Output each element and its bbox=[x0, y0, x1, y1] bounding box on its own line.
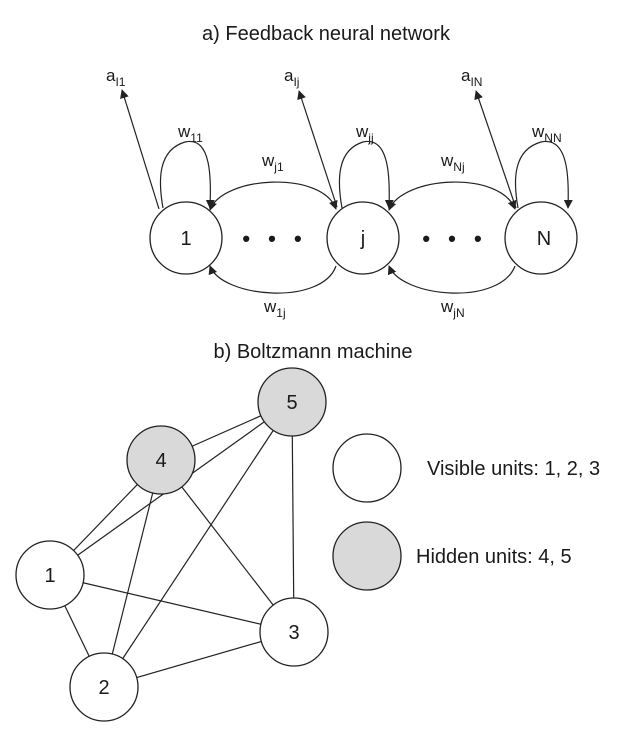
output-label-n-sub: IN bbox=[470, 75, 482, 89]
legend-visible-swatch bbox=[332, 433, 402, 503]
top-arc-j-n bbox=[387, 181, 517, 211]
weight-j1: wj1 bbox=[261, 151, 284, 174]
output-arrow-1 bbox=[120, 89, 160, 210]
unit-5-label: 5 bbox=[286, 392, 297, 414]
bottom-arc-n-j bbox=[387, 265, 516, 294]
node-n-label: N bbox=[537, 228, 551, 250]
legend-visible-label: Visible units: 1, 2, 3 bbox=[427, 458, 600, 480]
node-1-label: 1 bbox=[180, 228, 191, 250]
ellipsis-right: • • • bbox=[422, 226, 487, 251]
unit-1-label: 1 bbox=[44, 565, 55, 587]
unit-1-circle bbox=[15, 540, 85, 610]
weight-nj-base: w bbox=[440, 151, 454, 170]
self-weight-n-base: w bbox=[531, 122, 545, 141]
unit-5-circle bbox=[257, 367, 327, 437]
self-weight-j-sub: jj bbox=[367, 131, 373, 145]
edge-3-4 bbox=[160, 459, 295, 633]
edge-2-5 bbox=[103, 401, 293, 688]
output-label-1-base: a bbox=[106, 66, 116, 85]
weight-1j-base: w bbox=[263, 297, 277, 316]
output-label-1-sub: I1 bbox=[115, 75, 125, 89]
self-weight-j-base: w bbox=[355, 122, 369, 141]
ellipsis-left: • • • bbox=[242, 226, 307, 251]
self-weight-j: wjj bbox=[355, 122, 374, 145]
unit-2-circle bbox=[69, 652, 139, 722]
output-arrow-n bbox=[474, 90, 517, 209]
edge-1-3 bbox=[49, 574, 295, 633]
self-weight-1: w11 bbox=[177, 122, 203, 145]
node-n-circle bbox=[504, 201, 578, 275]
output-label-j-base: a bbox=[284, 66, 294, 85]
self-weight-1-base: w bbox=[177, 122, 191, 141]
edge-2-4 bbox=[103, 459, 162, 688]
weight-jn-base: w bbox=[440, 297, 454, 316]
unit-3-circle bbox=[259, 597, 329, 667]
output-arrow-j bbox=[297, 90, 338, 208]
output-label-1: aI1 bbox=[106, 66, 126, 89]
weight-jn-sub: jN bbox=[452, 306, 464, 320]
node-j-label: j bbox=[360, 228, 365, 250]
self-weight-1-sub: 11 bbox=[190, 131, 203, 145]
output-label-n: aIN bbox=[461, 66, 482, 89]
boltzmann-nodes: 1 2 3 4 5 bbox=[15, 367, 329, 722]
self-loop-j bbox=[338, 141, 394, 209]
weight-1j: w1j bbox=[263, 297, 286, 320]
node-1-circle bbox=[149, 201, 223, 275]
weight-nj: wNj bbox=[440, 151, 465, 174]
top-arc-1-j bbox=[208, 181, 338, 211]
boltzmann-title: b) Boltzmann machine bbox=[214, 341, 413, 363]
weight-1j-sub: 1j bbox=[276, 306, 285, 320]
edge-3-5 bbox=[291, 401, 295, 633]
self-weight-n: wNN bbox=[531, 122, 562, 145]
output-label-j-sub: Ij bbox=[293, 75, 299, 89]
unit-3-label: 3 bbox=[288, 622, 299, 644]
self-weight-n-sub: NN bbox=[544, 131, 561, 145]
output-label-j: aIj bbox=[284, 66, 299, 89]
unit-4-label: 4 bbox=[155, 450, 166, 472]
output-label-n-base: a bbox=[461, 66, 471, 85]
self-loop-n bbox=[514, 140, 573, 209]
weight-nj-sub: Nj bbox=[453, 160, 464, 174]
node-j-circle bbox=[326, 201, 400, 275]
legend-hidden-swatch bbox=[332, 521, 402, 591]
bottom-arc-j-1 bbox=[208, 265, 337, 294]
legend-hidden-label: Hidden units: 4, 5 bbox=[416, 546, 572, 568]
weight-j1-base: w bbox=[261, 151, 275, 170]
weight-j1-sub: j1 bbox=[273, 160, 284, 174]
self-loop-1 bbox=[159, 141, 215, 209]
feedback-title: a) Feedback neural network bbox=[202, 23, 451, 45]
unit-2-label: 2 bbox=[98, 677, 109, 699]
unit-4-circle bbox=[126, 425, 196, 495]
weight-jn: wjN bbox=[440, 297, 465, 320]
